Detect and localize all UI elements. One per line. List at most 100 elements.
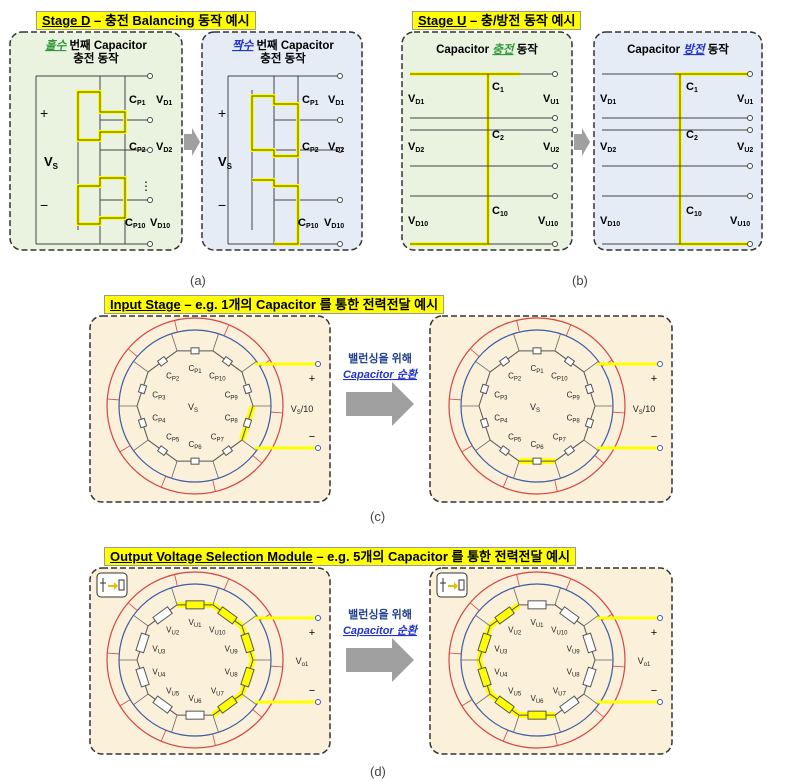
panel-d-arrow-text-2: Capacitor 순환	[343, 624, 419, 637]
spoke	[554, 333, 561, 351]
panel-a-right-vd10: VD10	[324, 217, 344, 230]
banner-desc: – e.g. 5개의 Capacitor 를 통한 전력전달 예시	[312, 549, 570, 564]
capacitor-symbol	[242, 383, 253, 395]
panel-b-right-vu10: VU10	[730, 215, 750, 228]
ring-label: VU2	[508, 625, 522, 636]
ring-label: CP4	[152, 414, 166, 425]
panel-a-left-title-2: 충전 동작	[73, 51, 119, 65]
cell-symbol	[240, 666, 255, 688]
cell-symbol	[477, 632, 492, 654]
output-voltage-label: VS/10	[291, 404, 314, 416]
spoke	[475, 439, 491, 451]
caption-b: (b)	[572, 273, 588, 288]
spoke	[554, 479, 558, 492]
cell-symbol	[217, 606, 238, 625]
panel-b-left-title: Capacitor 충전 동작	[436, 42, 538, 56]
capacitor-symbol	[190, 347, 200, 355]
panel-d-arrow-text-1: 밸런싱을 위해	[348, 607, 412, 621]
ring-label: CP8	[567, 414, 581, 425]
outer-ring	[448, 571, 626, 749]
spoke	[594, 709, 605, 718]
cell-symbol	[559, 606, 580, 625]
ring-label: VU5	[166, 687, 180, 698]
spoke	[212, 715, 219, 733]
spoke	[241, 361, 257, 373]
panel-c-arrow-text-1: 밸런싱을 위해	[348, 351, 412, 365]
panel-a-right-vs: VS	[218, 154, 233, 171]
ring-label: VU1	[530, 618, 544, 629]
ring-label: VU3	[494, 644, 508, 655]
panel-a-right-box	[201, 31, 363, 251]
panel-a-left-title: 홀수 번째 Capacitor	[45, 38, 147, 52]
spoke	[461, 699, 473, 707]
spoke	[554, 715, 561, 733]
capacitor-symbol	[221, 445, 234, 457]
ring-label: CP5	[508, 433, 522, 444]
output-voltage-label: VS/10	[633, 404, 656, 416]
ring-label: CP7	[211, 433, 225, 444]
panel-b-right-vu1: VU1	[737, 93, 753, 106]
panel-a-cp2: CP2	[129, 141, 146, 154]
ring-label: CP6	[188, 440, 202, 451]
ring-label: VU9	[567, 644, 581, 655]
panel-a-vd1: VD1	[156, 94, 172, 107]
ring-label: CP9	[567, 390, 581, 401]
spoke	[270, 411, 283, 414]
panel-a-vd10: VD10	[150, 217, 170, 230]
spoke	[160, 476, 167, 488]
cell-symbol	[582, 632, 597, 654]
ring-label: VU9	[225, 644, 239, 655]
spoke	[107, 652, 120, 655]
capacitor-symbol	[563, 355, 576, 367]
banner-desc: – 충전 Balancing 동작 예시	[90, 13, 250, 28]
input-stage-banner: Input Stage – e.g. 1개의 Capacitor 를 통한 전력…	[104, 295, 445, 314]
panel-b-arrow	[574, 128, 590, 156]
panel-a-cp10: CP10	[125, 217, 146, 230]
panel-a-vs: VS	[44, 154, 59, 171]
spoke	[174, 320, 178, 333]
cell-symbol	[527, 710, 547, 720]
spoke	[594, 455, 605, 464]
spoke	[513, 461, 520, 479]
capacitor-symbol	[221, 355, 234, 367]
panel-b-c10: C10	[492, 205, 508, 218]
spoke	[212, 587, 219, 605]
terminal	[657, 615, 663, 621]
ring-label: VU6	[530, 694, 544, 705]
spoke	[565, 578, 572, 590]
spoke	[513, 715, 520, 733]
panel-b-c1: C1	[492, 81, 504, 94]
ring-label: VU4	[152, 668, 166, 679]
cell-symbol	[494, 695, 515, 714]
caption-c: (c)	[370, 509, 386, 524]
terminal-minus: −	[651, 431, 657, 443]
spoke	[612, 665, 625, 668]
spoke	[612, 411, 625, 414]
panel-a-right-vd2: VD2	[328, 141, 344, 154]
terminal	[657, 361, 663, 367]
ring-label: CP8	[225, 414, 239, 425]
capacitor-symbol	[498, 445, 511, 457]
panel-a-vd2: VD2	[156, 141, 172, 154]
ring-label: VU4	[494, 668, 508, 679]
ring-label: VU8	[567, 668, 581, 679]
vs-label: VS	[530, 402, 540, 414]
cell-symbol	[217, 695, 238, 714]
panel-a-right-plus: +	[218, 105, 226, 121]
terminal	[315, 699, 321, 705]
panel-a-cp1: CP1	[129, 94, 146, 107]
capacitor-symbol	[156, 445, 169, 457]
cell-symbol	[135, 666, 150, 688]
output-module-banner: Output Voltage Selection Module – e.g. 5…	[104, 547, 576, 566]
panel-a-right-title: 짝수 번째 Capacitor	[232, 38, 334, 52]
spoke	[583, 693, 599, 705]
ring-label: CP10	[209, 371, 226, 382]
spoke	[133, 615, 149, 627]
spoke	[119, 445, 131, 453]
spoke	[475, 693, 491, 705]
spoke	[241, 439, 257, 451]
ring-label: VU1	[188, 618, 202, 629]
panel-b-vd2: VD2	[408, 141, 424, 154]
